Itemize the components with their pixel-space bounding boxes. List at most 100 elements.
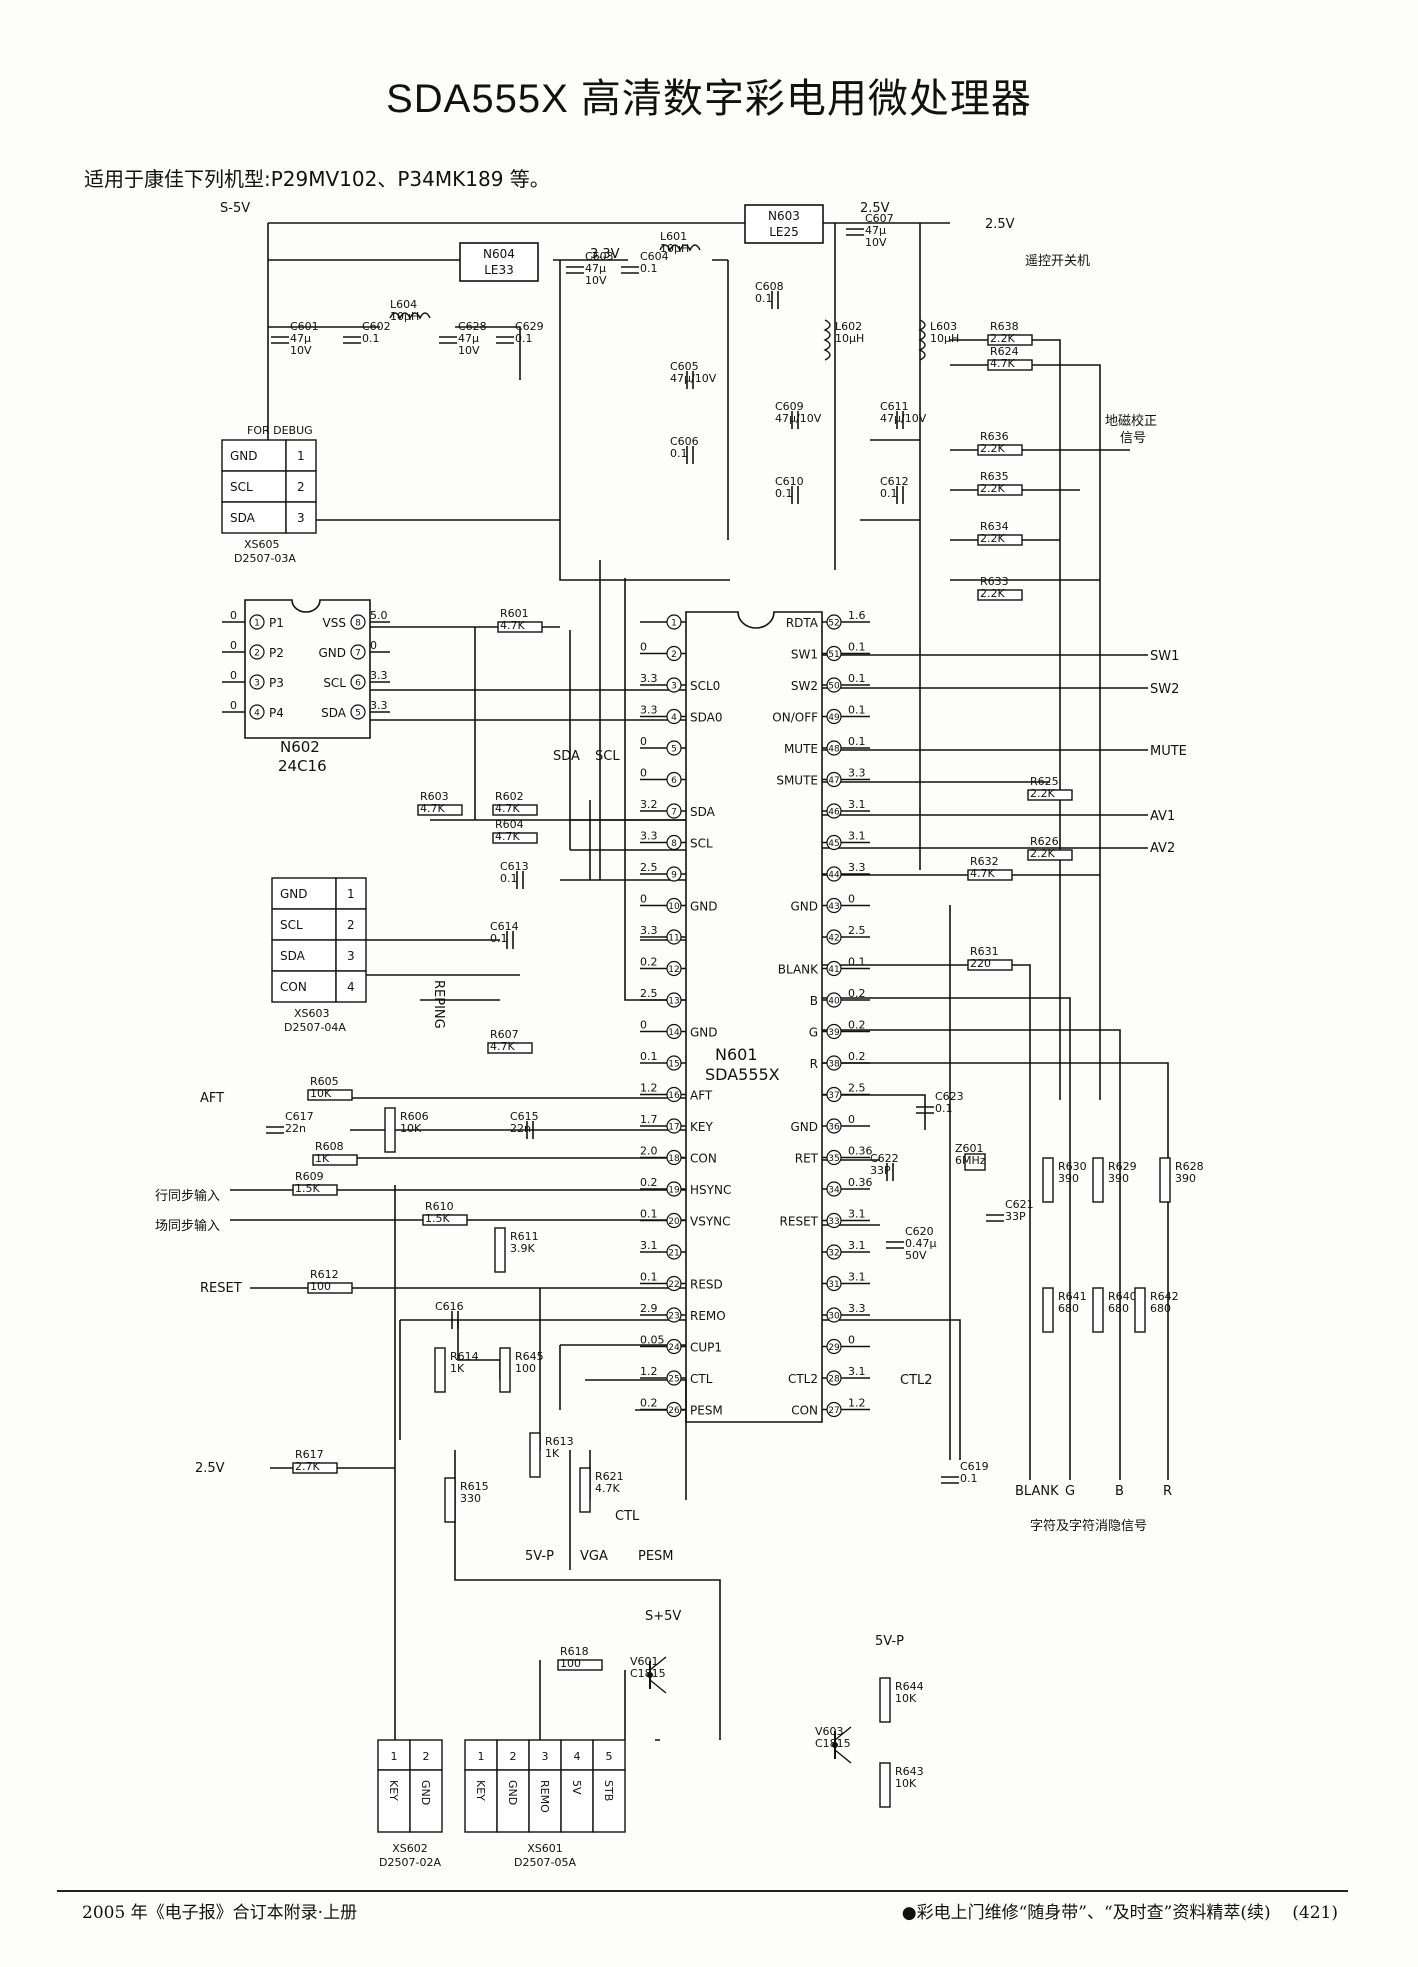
mcu-pin-number: 40 (828, 997, 840, 1007)
connector-pin-number: 2 (510, 1750, 517, 1763)
eeprom-pin-name: P1 (269, 616, 284, 630)
connector-pin-number: 4 (574, 1750, 581, 1763)
mcu-pin-number: 14 (668, 1028, 680, 1038)
mcu-pin-name: REMO (690, 1309, 726, 1323)
remote-label: 遥控开关机 (1025, 254, 1090, 269)
mcu-pin-voltage: 0.2 (640, 1397, 658, 1410)
component-ref: C622 (870, 1152, 899, 1165)
mcu-pin-number: 41 (828, 965, 839, 975)
mcu-pin-voltage: 2.5 (848, 1082, 866, 1095)
mcu-pin-circle (666, 1118, 682, 1134)
connector-part: D2507-03A (234, 552, 296, 565)
connector-pin-name: CON (280, 980, 307, 994)
connector-pin-number: 4 (347, 980, 355, 994)
mcu-pin-circle (826, 771, 842, 788)
regulator-ref: N604 (483, 247, 515, 261)
mcu-pin-number: 23 (668, 1312, 679, 1322)
v25b-label: 2.5V (860, 201, 890, 216)
mcu-pin-voltage: 1.2 (640, 1365, 658, 1378)
mcu-pin-voltage: 0.1 (848, 641, 866, 654)
connector-pin-number: 5 (606, 1750, 613, 1763)
mcu-pin-circle (666, 708, 682, 725)
mcu-pin-number: 36 (828, 1123, 840, 1133)
geo-label: 地磁校正 (1105, 413, 1157, 429)
mcu-pin-number: 6 (671, 776, 677, 786)
connector-pin-number: 3 (542, 1750, 549, 1763)
component-value: 390 (1108, 1172, 1129, 1185)
component-ref: C608 (755, 280, 784, 293)
mcu-pin-number: 22 (668, 1280, 679, 1290)
eeprom-pin-voltage: 3.3 (370, 699, 388, 712)
mute-label: MUTE (1150, 744, 1187, 759)
component-ref: R635 (980, 470, 1009, 483)
mcu-pin-name: MUTE (784, 742, 818, 756)
component-ref: R610 (425, 1200, 454, 1213)
component-value: 10K (310, 1087, 332, 1100)
eeprom-part: 24C16 (278, 757, 327, 775)
mcu-pin-number: 30 (828, 1312, 840, 1322)
eeprom-pin-voltage: 0 (230, 639, 237, 652)
component-value: 2.2K (990, 332, 1015, 345)
component-ref: C602 (362, 320, 391, 333)
mcu-pin-name: SDA0 (690, 711, 723, 725)
mcu-pin-number: 47 (828, 776, 839, 786)
mcu-pin-circle (666, 929, 682, 945)
footer-series: ●彩电上门维修“随身带”、“及时查”资料精萃(续) (901, 1903, 1271, 1923)
connector-ref: XS605 (244, 538, 280, 551)
component-ref: C611 (880, 400, 909, 413)
mcu-pin-name: CON (791, 1404, 818, 1418)
mcu-pin-circle (666, 614, 682, 630)
component-value: 10μH (660, 242, 689, 255)
r-label: R (1163, 1484, 1172, 1499)
component-ref: C605 (670, 360, 699, 373)
mcu-pin-number: 39 (828, 1028, 840, 1038)
connector-pin-number: 1 (391, 1750, 398, 1763)
mcu-pin-circle (826, 1244, 842, 1260)
mcu-pin-name: BLANK (778, 963, 819, 977)
mcu-pin-voltage: 3.1 (848, 1365, 866, 1378)
component-value: 22n (510, 1122, 531, 1135)
regulator-part: LE33 (484, 263, 514, 277)
component-value: 100 (310, 1280, 331, 1293)
connector-cell (335, 970, 367, 1003)
component-value: 680 (1058, 1302, 1079, 1315)
mcu-pin-voltage: 0.36 (848, 1176, 873, 1189)
mcu-pin-voltage: 0.2 (640, 1176, 658, 1189)
component-ref: R626 (1030, 835, 1059, 848)
footer-left: 2005 年《电子报》合订本附录·上册 (82, 1903, 358, 1923)
component-value: 47μ (585, 262, 606, 275)
connector-part: D2507-04A (284, 1021, 346, 1034)
connector-title: FOR DEBUG (247, 424, 313, 437)
connector-cell (285, 470, 317, 503)
mcu-pin-voltage: 0 (848, 893, 855, 906)
connector-cell (271, 877, 337, 910)
mcu-pin-voltage: 1.2 (640, 1082, 658, 1095)
geo2-label: 信号 (1120, 431, 1146, 446)
mcu-pin-number: 27 (828, 1406, 839, 1416)
mcu-outline (685, 611, 823, 1423)
component-value: 33P (1005, 1210, 1026, 1223)
mcu-pin-voltage: 2.5 (640, 987, 658, 1000)
mcu-pin-number: 2 (671, 650, 677, 660)
component-ref: C603 (585, 250, 614, 263)
component-ref: R608 (315, 1140, 344, 1153)
component-value: 2.2K (980, 442, 1005, 455)
mcu-pin-circle (666, 1338, 682, 1355)
mcu-pin-voltage: 0.2 (848, 987, 866, 1000)
applicable-models: 适用于康佳下列机型:P29MV102、P34MK189 等。 (84, 167, 550, 191)
connector-cell (271, 970, 337, 1003)
reping-label: REPING (431, 980, 446, 1029)
